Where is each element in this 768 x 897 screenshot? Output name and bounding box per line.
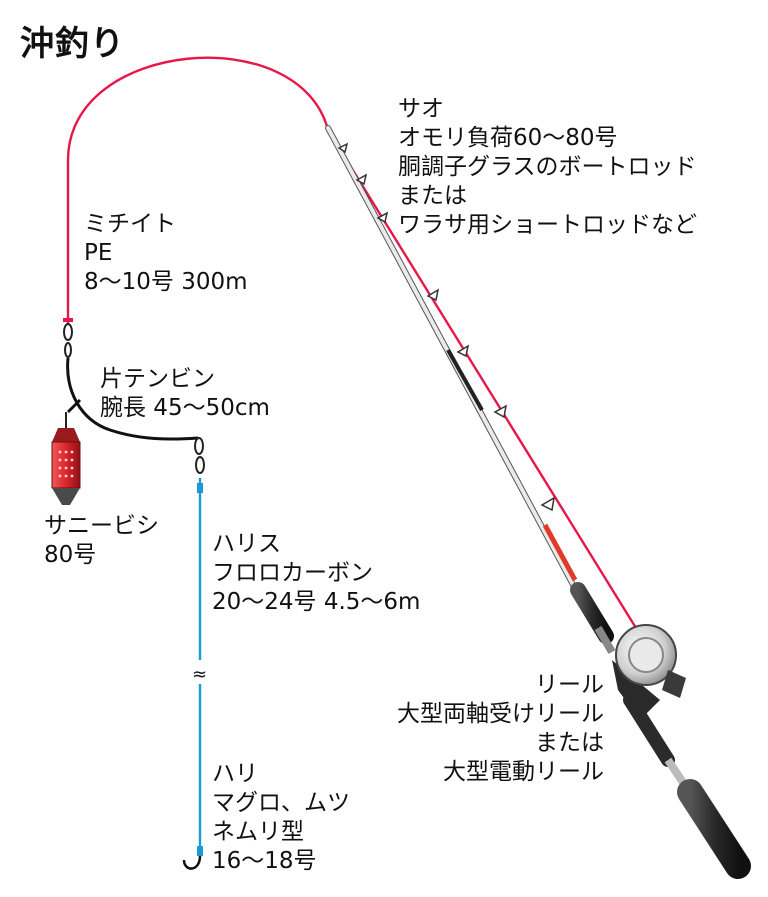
reel-label: リール 大型両軸受けリール または 大型電動リール [397,672,604,785]
reel-drawing [612,624,686,720]
tenbin-label: 片テンビン 腕長 45～50cm [100,366,270,421]
sinker-drawing [51,412,81,505]
rod-label: サオ オモリ負荷60～80号 胴調子グラスのボートロッド または ワラサ用ショー… [398,96,697,238]
hook-drawing [182,846,203,870]
leader-line: ≈ [192,478,207,850]
leader-label: ハリス フロロカーボン 20～24号 4.5～6m [212,531,421,615]
sinker-label: サニービシ 80号 [44,513,159,568]
hook-label: ハリ マグロ、ムツ ネムリ型 16～18号 [212,761,350,874]
tenbin-arm [66,357,199,441]
mainline-label: ミチイト PE 8～10号 300m [84,211,248,295]
swivel-leader [194,437,205,474]
main-line [66,56,638,629]
rod [325,125,751,879]
swivel-top [63,318,73,358]
svg-text:≈: ≈ [192,664,207,685]
page-title: 沖釣り [20,24,125,64]
